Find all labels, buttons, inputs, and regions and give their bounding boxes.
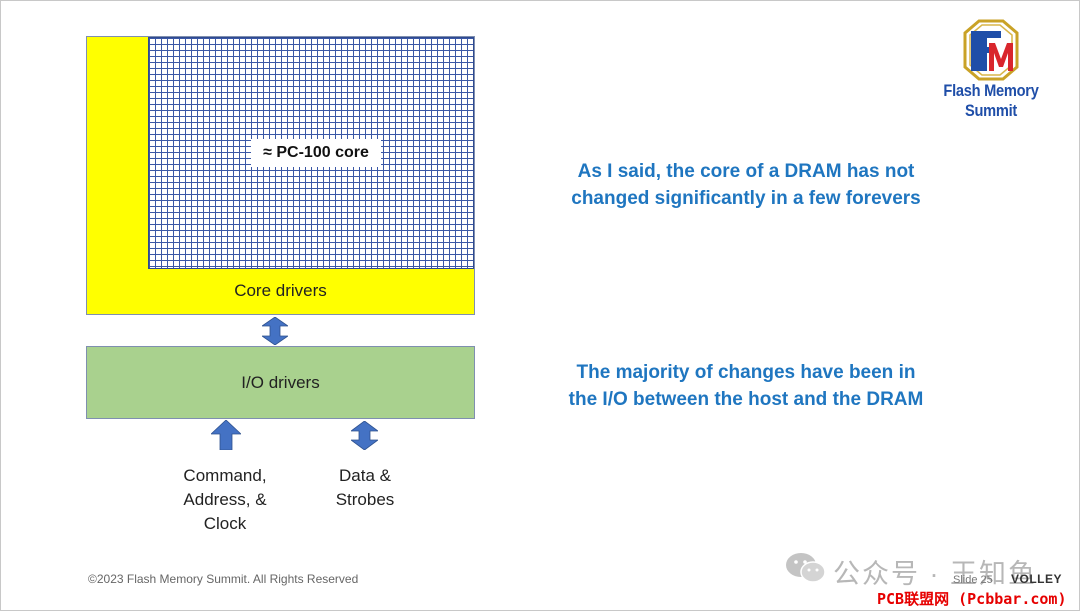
command-address-clock-label: Command, Address, & Clock [183,466,267,533]
core-label-text: ≈ PC-100 core [263,144,369,161]
double-vertical-arrow-icon [262,317,288,345]
data-strobes-label: Data & Strobes [335,466,395,509]
up-arrow-icon [211,420,241,450]
logo-text: Flash Memory Summit [943,81,1039,120]
volley-logo: VOLLEY [1011,572,1063,586]
core-drivers-label: Core drivers [234,281,327,300]
footer-copyright: ©2023 Flash Memory Summit. All Rights Re… [88,572,359,586]
io-drivers-label: I/O drivers [241,372,320,392]
flash-memory-summit-logo-icon [951,19,1031,81]
double-vertical-arrow-icon [351,421,378,450]
io-block: I/O drivers [86,346,475,419]
wechat-icon [785,551,827,590]
callout-io-changes: The majority of changes have been in the… [568,362,924,410]
source-banner: PCB联盟网 (Pcbbar.com) [877,590,1067,608]
slide-number: Slide 25 [953,574,993,586]
callout-dram-core: As I said, the core of a DRAM has not ch… [571,161,921,209]
watermark-text: 公众号 · 王知鱼 [833,559,1037,589]
core-label: ≈ PC-100 core [251,139,381,167]
